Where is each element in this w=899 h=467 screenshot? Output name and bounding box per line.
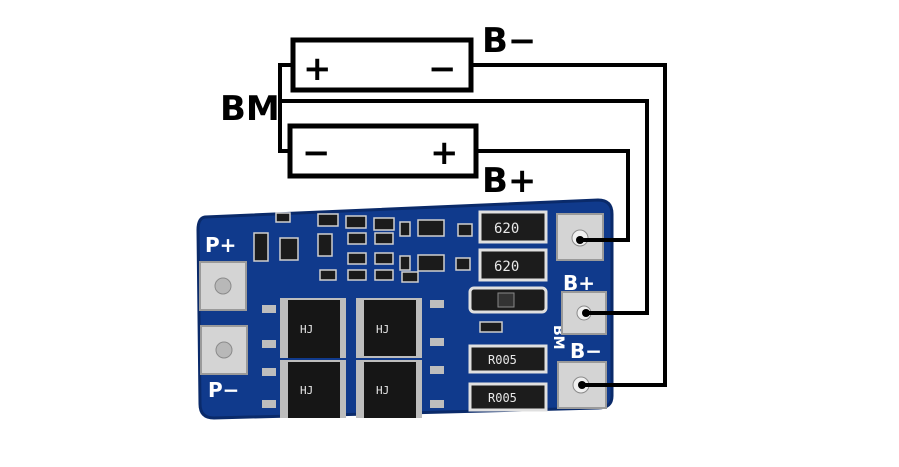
resistor-620-b-label: 620 [494,259,519,275]
small-resistor [479,321,503,333]
cell-bottom-positive-sign: + [430,133,459,173]
capacitor-element [468,286,548,314]
resistor-620-a: 620 [478,210,548,244]
resistor-r005-a-label: R005 [488,353,517,367]
battery-cell-top: + − [290,37,474,93]
b-plus-label: B+ [482,161,536,201]
resistor-r005-b-label: R005 [488,391,517,405]
cell-bottom-negative-sign: − [302,133,331,173]
mosfet-1-label: HJ [300,323,313,336]
wire-junction-dots [576,236,590,389]
smd-small-components [253,212,473,283]
cell-top-positive-sign: + [303,49,332,89]
p-plus-pad-label: P+ [205,233,236,257]
bm-label: BM [220,89,280,129]
mosfet-1: HJ [262,298,346,358]
pcb-board: P+ P− B+ B− BM [196,198,614,420]
mosfet-2: HJ [356,298,444,358]
mosfet-4: HJ [356,360,444,418]
wire-endpoints [580,238,665,387]
bm-wire-bracket [278,63,293,153]
resistor-r005-a: R005 [468,344,548,374]
mosfet-3: HJ [262,360,346,418]
p-minus-pad [200,325,248,375]
p-plus-pad [199,261,247,311]
p-minus-pad-label: P− [208,378,239,402]
b-minus-label: B− [482,21,536,61]
resistor-r005-b: R005 [468,382,548,412]
mosfet-2-label: HJ [376,323,389,336]
mosfets: HJ HJ HJ [262,298,444,418]
battery-cell-bottom: − + [287,123,479,179]
mosfet-4-label: HJ [376,384,389,397]
b-minus-pad-label: B− [570,339,602,363]
resistor-620-a-label: 620 [494,221,519,237]
cell-top-negative-sign: − [428,49,457,89]
mosfet-3-label: HJ [300,384,313,397]
resistor-620-b: 620 [478,248,548,282]
